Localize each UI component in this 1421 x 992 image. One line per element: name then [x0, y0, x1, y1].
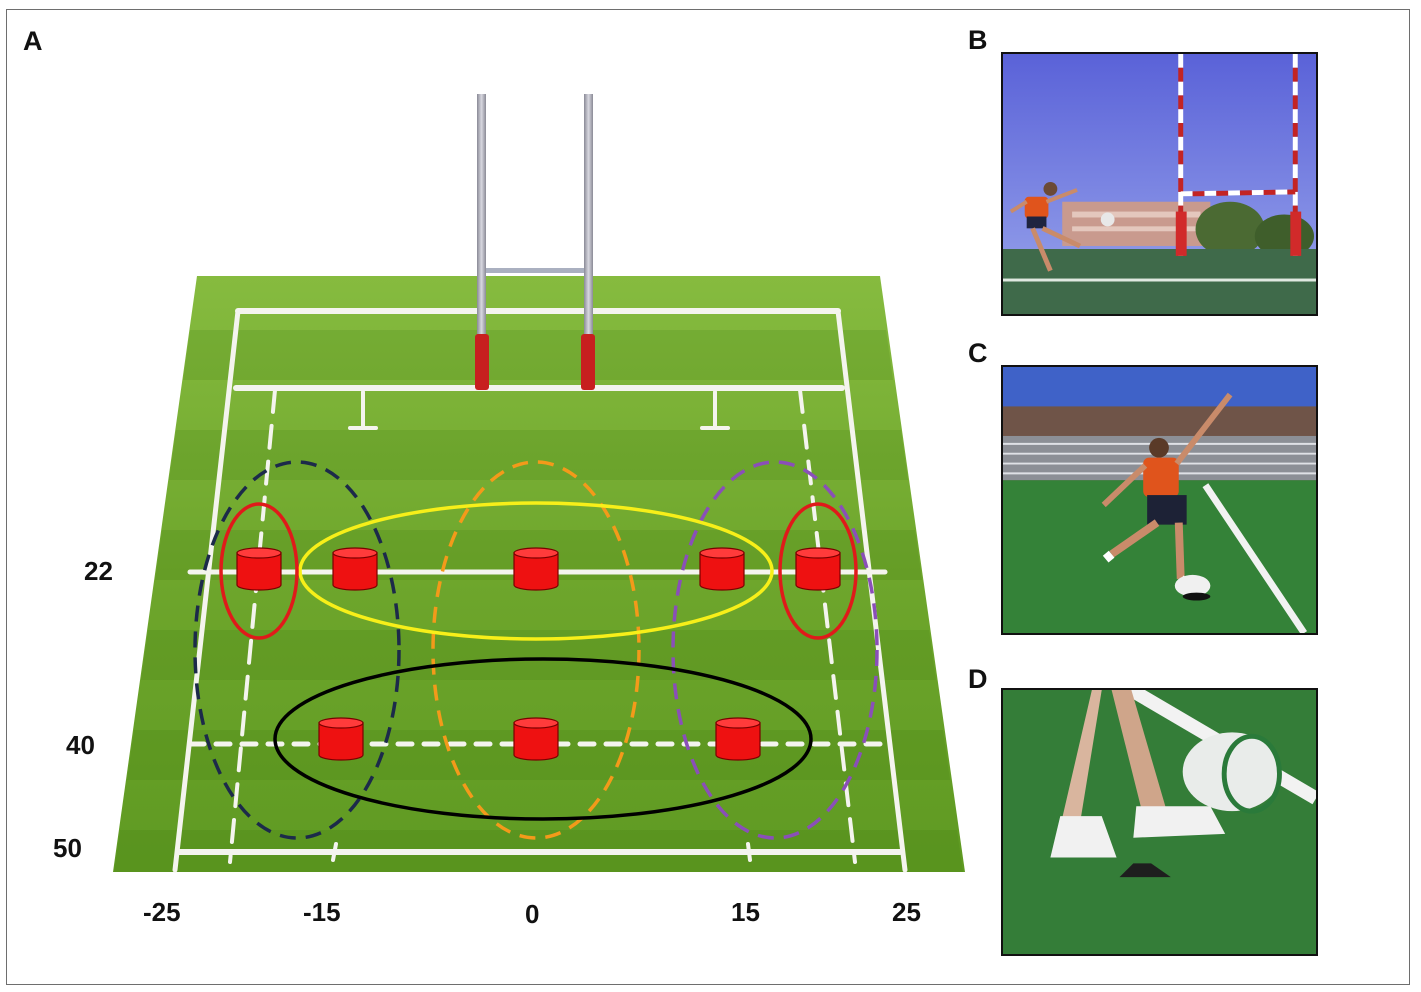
y-label-40: 40: [66, 730, 95, 760]
x-label-neg25: -25: [143, 897, 181, 927]
panel-d-label: D: [968, 664, 988, 694]
kicker-figure-b: [1009, 182, 1082, 272]
field-lines: [172, 308, 908, 873]
kicking-cone: [236, 547, 282, 591]
zone-center-dashed: [431, 460, 641, 840]
post-pad-left: [475, 334, 489, 390]
kicking-cone: [318, 717, 364, 761]
x-label-15: 15: [731, 897, 760, 927]
y-label-50: 50: [53, 833, 82, 863]
goal-post-right: [584, 94, 593, 334]
kicker-striking-ball-photo: [1001, 365, 1318, 635]
panel-c-label: C: [968, 338, 988, 368]
zone-wide-right: [778, 502, 858, 640]
kicking-cone: [795, 547, 841, 591]
panel-b-label: B: [968, 25, 988, 55]
zone-right-dashed: [671, 460, 879, 840]
foot-ball-tee-closeup-photo: [1001, 688, 1318, 956]
x-label-0: 0: [525, 899, 540, 929]
kicking-cone: [332, 547, 378, 591]
x-label-neg15: -15: [303, 897, 341, 927]
kicker-at-goal-posts-photo: [1001, 52, 1318, 316]
zone-left-dashed: [193, 460, 401, 840]
zone-mid-range: [298, 501, 774, 641]
goal-posts: [475, 94, 595, 390]
kicking-cone: [699, 547, 745, 591]
post-pad-right: [581, 334, 595, 390]
zone-ellipses: [193, 460, 879, 840]
kicking-cones: [236, 547, 841, 761]
kicking-cone: [715, 717, 761, 761]
y-label-22: 22: [84, 556, 113, 586]
panel-a-label: A: [23, 26, 43, 56]
zone-long-range: [273, 657, 813, 821]
zone-wide-left: [219, 502, 299, 640]
goal-post-left: [477, 94, 486, 334]
x-label-25: 25: [892, 897, 921, 927]
kicking-cone: [513, 717, 559, 761]
kicking-cone: [513, 547, 559, 591]
